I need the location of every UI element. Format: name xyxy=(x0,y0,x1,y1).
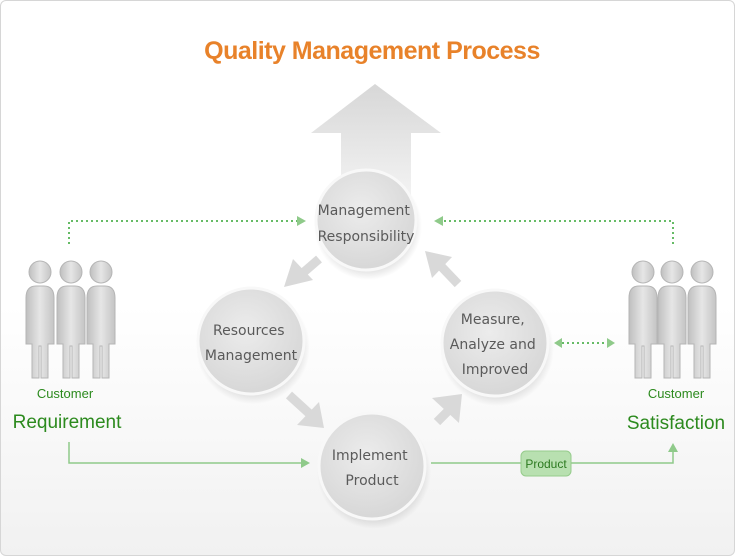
node-implement-line1: Implement xyxy=(332,448,408,464)
arrow-to-resources xyxy=(284,255,322,287)
person-body-icon xyxy=(25,285,55,379)
node-implement-line2: Product xyxy=(345,473,399,489)
arrow-to-measure xyxy=(432,394,462,426)
left-requirement-label: Requirement xyxy=(13,412,122,433)
node-implement: Implement Product xyxy=(317,411,431,529)
person-head-icon xyxy=(59,260,83,284)
person-head-icon xyxy=(660,260,684,284)
node-management-line2: Responsibility xyxy=(318,229,415,245)
solid-connector-bottom-right xyxy=(431,443,678,464)
node-measure-line3: Improved xyxy=(462,362,528,378)
svg-text:Measure, Analyze and: Measure, Analyze and Improved xyxy=(450,312,540,378)
node-management: Management Responsibility xyxy=(314,168,422,280)
right-customer-label: Customer xyxy=(648,386,705,401)
left-customer-label: Customer xyxy=(37,386,94,401)
person-body-icon xyxy=(56,285,86,379)
svg-text:Resources Management: Resources Management xyxy=(205,323,298,364)
people-group-icon-right xyxy=(628,260,717,379)
person-head-icon xyxy=(89,260,113,284)
arrow-to-management xyxy=(425,251,462,288)
product-badge-label: Product xyxy=(525,457,567,471)
person-head-icon xyxy=(28,260,52,284)
person-body-icon xyxy=(687,285,717,379)
person-head-icon xyxy=(690,260,714,284)
person-body-icon xyxy=(628,285,658,379)
svg-text:Implement Product: Implement Product xyxy=(332,448,412,489)
node-measure-line1: Measure, xyxy=(461,312,525,328)
node-resources: Resources Management xyxy=(196,286,310,404)
node-measure: Measure, Analyze and Improved xyxy=(440,288,554,406)
node-resources-line1: Resources xyxy=(213,323,285,339)
diagram-title: Quality Management Process xyxy=(204,37,540,65)
arrow-to-implement xyxy=(285,391,324,428)
person-body-icon xyxy=(657,285,687,379)
solid-connector-bottom-left xyxy=(68,442,310,468)
node-resources-line2: Management xyxy=(205,348,298,364)
dotted-connector-right xyxy=(434,216,674,244)
product-badge: Product xyxy=(520,450,572,477)
svg-text:Management Responsibilit: Management Responsibility xyxy=(318,203,415,245)
right-satisfaction-label: Satisfaction xyxy=(627,413,725,434)
person-body-icon xyxy=(86,285,116,379)
node-management-line1: Management xyxy=(318,203,411,219)
dotted-connector-left xyxy=(68,216,306,244)
person-head-icon xyxy=(631,260,655,284)
dotted-connector-measure xyxy=(554,338,615,348)
node-measure-line2: Analyze and xyxy=(450,337,536,353)
people-group-icon-left xyxy=(25,260,116,379)
